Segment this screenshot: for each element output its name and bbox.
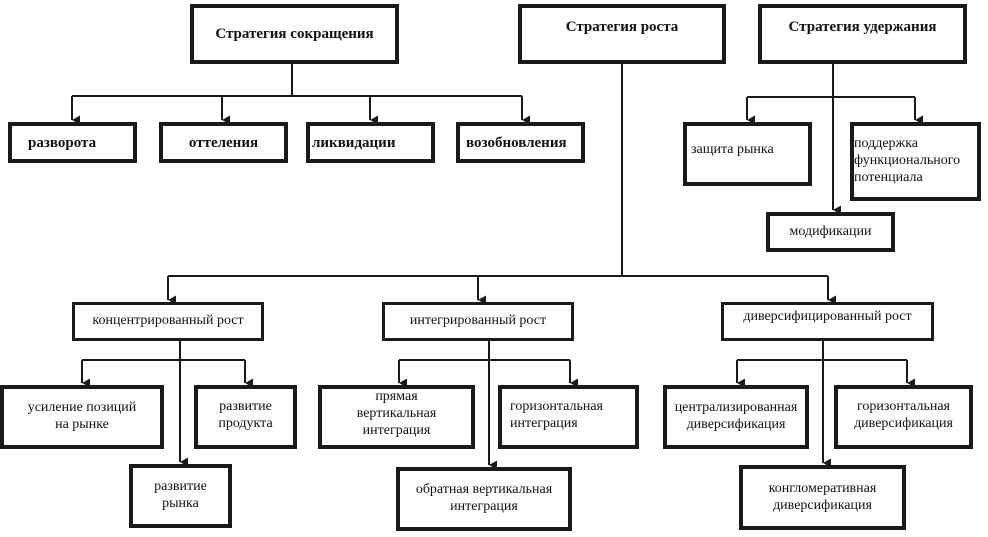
node-label: горизонтальная диверсификация	[854, 399, 953, 431]
node-label: ликвидации	[312, 134, 396, 151]
node-label: Стратегия удержания	[788, 19, 937, 35]
node-label: поддержка функционального потенциала	[854, 136, 961, 185]
node-label: оттеления	[188, 134, 259, 151]
node-centralized-diversification: централизированная диверсификация	[663, 385, 809, 449]
node-retention-strategy: Стратегия удержания	[758, 4, 967, 64]
node-horizontal-diversification: горизонтальная диверсификация	[834, 385, 973, 449]
node-horizontal-integration: горизонтальная интеграция	[498, 385, 639, 449]
node-label: горизонтальная интеграция	[510, 399, 603, 431]
node-market-development: развитие рынка	[129, 464, 232, 528]
node-liquidation: ликвидации	[306, 122, 435, 163]
node-renewal: возобновления	[456, 122, 585, 163]
node-reduction-strategy: Стратегия сокращения	[190, 4, 399, 64]
node-label: усиление позиций на рынке	[27, 400, 137, 432]
node-integrated-growth: интегрированный рост	[382, 302, 574, 341]
node-label: развитие рынка	[154, 479, 207, 511]
node-diversified-growth: диверсифицированный рост	[721, 302, 934, 341]
node-conglomerate-diversification: конгломеративная диверсификация	[739, 465, 906, 530]
node-product-development: развитие продукта	[194, 385, 297, 449]
node-label: Стратегия роста	[565, 19, 679, 35]
node-label: Стратегия сокращения	[215, 26, 374, 42]
node-backward-vertical-integration: обратная вертикальная интеграция	[396, 467, 572, 531]
node-functional-support: поддержка функционального потенциала	[850, 122, 981, 201]
node-label: модификации	[789, 223, 872, 239]
node-label: возобновления	[466, 134, 567, 151]
node-turnaround: разворота	[8, 122, 137, 163]
node-forward-vertical-integration: прямая вертикальная интеграция	[318, 385, 475, 449]
node-market-position: усиление позиций на рынке	[0, 385, 164, 449]
node-label: централизированная диверсификация	[674, 400, 798, 432]
node-label: концентрированный рост	[92, 313, 244, 329]
node-label: обратная вертикальная интеграция	[415, 482, 553, 514]
node-label: разворота	[28, 134, 97, 151]
node-label: защита рынка	[691, 142, 774, 157]
node-label: диверсифицированный рост	[743, 309, 912, 324]
node-label: прямая вертикальная интеграция	[356, 389, 437, 438]
node-label: интегрированный рост	[409, 313, 547, 329]
node-market-protection: защита рынка	[683, 122, 812, 186]
node-concentrated-growth: концентрированный рост	[72, 302, 264, 341]
node-growth-strategy: Стратегия роста	[518, 4, 726, 64]
node-modification: модификации	[766, 212, 895, 252]
node-label: конгломеративная диверсификация	[768, 480, 877, 513]
node-divestment: оттеления	[159, 122, 288, 163]
node-label: развитие продукта	[218, 399, 273, 431]
